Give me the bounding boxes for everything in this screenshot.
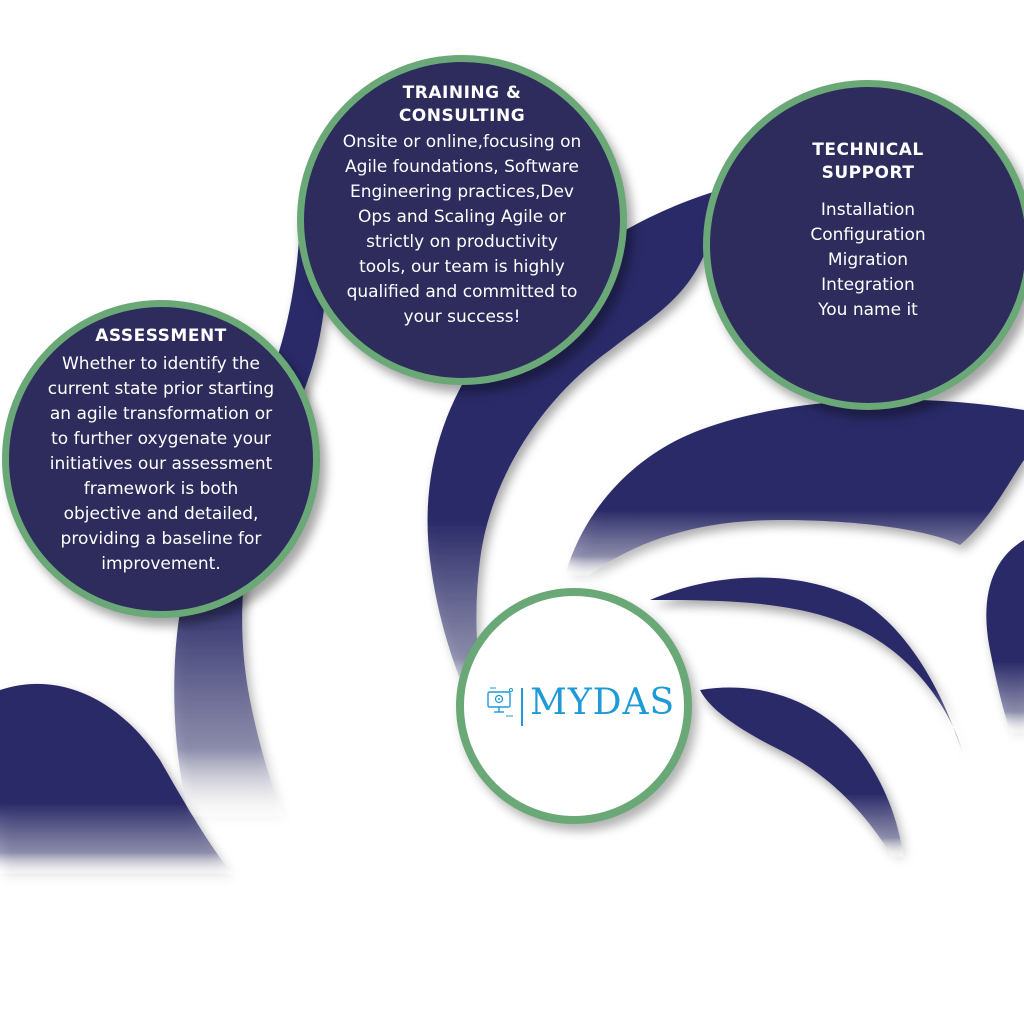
- logo-divider: [521, 688, 523, 726]
- swirl-left-band: [0, 683, 260, 900]
- logo-circle: MYDAS: [456, 588, 692, 824]
- technical-support-list: Installation Configuration Migration Int…: [810, 200, 926, 320]
- logo-wordmark: MYDAS: [530, 682, 676, 723]
- assessment-description: Whether to identify the current state pr…: [47, 354, 275, 574]
- training-consulting-circle: TRAINING & CONSULTING Onsite or online,f…: [297, 55, 627, 385]
- swirl-lower-right: [986, 540, 1024, 760]
- swirl-lower-arc: [650, 577, 970, 780]
- training-consulting-description: Onsite or online,focusing on Agile found…: [342, 132, 582, 327]
- monitor-gear-icon: [487, 687, 513, 717]
- training-consulting-title: TRAINING & CONSULTING: [398, 83, 526, 126]
- technical-support-title: TECHNICAL SUPPORT: [812, 140, 924, 183]
- technical-support-circle: TECHNICAL SUPPORT Installation Configura…: [703, 80, 1024, 410]
- assessment-title: ASSESSMENT: [95, 326, 227, 346]
- swirl-bottom-arc: [700, 687, 905, 880]
- swirl-right-arc: [560, 399, 1024, 600]
- assessment-circle: ASSESSMENT Whether to identify the curre…: [2, 300, 320, 618]
